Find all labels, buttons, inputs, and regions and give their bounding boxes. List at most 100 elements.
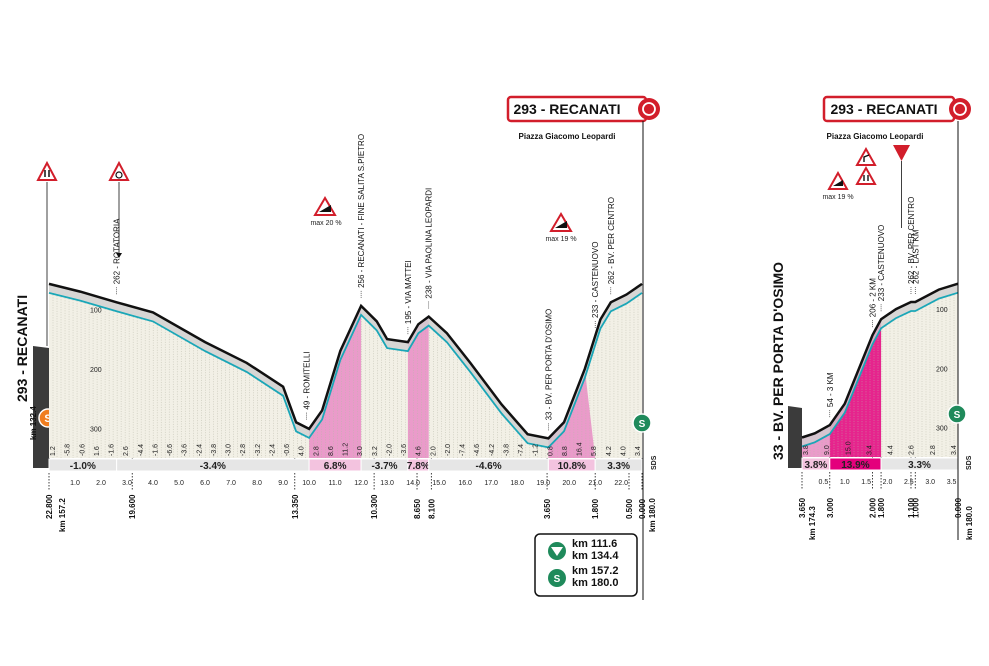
waypoint-label: 238 - VIA PAOLINA LEOPARDI [425,188,434,299]
gradient-segment-label: 7.8% [407,461,430,472]
gradient-tick-label: -3.6 [182,444,189,456]
finish-title: 293 - RECANATI [830,101,937,117]
gradient-segment-label: -1.0% [70,461,96,472]
gradient-tick-label: 2.6 [909,445,916,455]
gradient-tick-label: 4.2 [606,446,613,456]
distance-tick-label: 18.0 [510,480,524,487]
distance-tick-label: 19.0 [536,480,550,487]
gradient-tick-label: 8.6 [328,446,335,456]
waypoint-label: 262 - ROTATORIA [113,218,122,284]
distance-tick-label: 0.5 [819,479,829,486]
distance-tick-label: 15.0 [432,480,446,487]
narrow-road-warning-icon [855,165,877,185]
distance-tick-label: 20.0 [562,480,576,487]
gradient-tick-label: 2.8 [930,445,937,455]
gradient-tick-label: 0.8 [547,446,554,456]
waypoint-label: 233 - CASTENUOVO [591,242,600,318]
waypoint-label: 54 - 3 KM [826,372,835,407]
gradient-tick-label: -1.6 [152,444,159,456]
gradient-tick-label: 11.2 [343,443,350,456]
remaining-distance-label: 13.350 [291,494,300,519]
gradient-tick-label: -7.4 [518,444,525,456]
gradient-tick-label: 16.4 [577,442,584,456]
steep-climb-warning-icon: max 19 % [822,170,854,201]
gradient-tick-label: 4.0 [620,446,627,456]
max-gradient-label: max 20 % [310,220,341,227]
waypoint-label: 262 - LAST KM [911,229,920,284]
sprint-legend-box: km 111.6 km 134.4 S km 157.2 km 180.0 [534,533,638,597]
distance-tick-label: 10.0 [302,480,316,487]
finish-subtitle: Piazza Giacomo Leopardi [827,132,924,141]
distance-tick-label: 6.0 [200,480,210,487]
remaining-distance-label: 8.650 [413,498,422,519]
gradient-tick-label: -4.6 [474,444,481,456]
distance-tick-label: 2.0 [96,480,106,487]
gradient-tick-label: -0.6 [79,444,86,456]
gradient-segment-label: 3.3% [908,460,931,471]
gradient-segment-label: 3.8% [804,460,827,471]
distance-tick-label: 1.0 [840,479,850,486]
elevation-scale-label: 100 [90,307,102,314]
svg-text:S: S [954,410,961,421]
legend-line: km 157.2 [572,565,618,577]
gradient-tick-label: -6.6 [167,444,174,456]
gradient-tick-label: 2.0 [430,446,437,456]
remaining-distance-label: 1.800 [877,497,886,518]
gradient-segment-label: -3.7% [371,461,397,472]
gradient-tick-label: -1.2 [533,444,540,456]
elevation-scale-label: 200 [936,366,948,373]
distance-tick-label: 7.0 [226,480,236,487]
gradient-segment [594,458,643,472]
gradient-tick-label: 15.0 [845,441,852,455]
distance-tick-label: 1.5 [861,479,871,486]
sprint-marker-icon [947,404,967,424]
road-line [48,292,643,449]
start-s-glyph-icon: S [44,413,51,425]
svg-text:S: S [639,419,646,430]
steep-segment-fill [407,316,429,458]
last-km-flag-icon [893,145,910,161]
max-gradient-label: max 19 % [822,194,853,201]
road-line [801,291,959,448]
finish-title-box: 293 - RECANATI Piazza Giacomo Leopardi [506,95,660,600]
gradient-tick-label: 1.2 [50,446,57,456]
gradient-tick-label: 9.0 [824,445,831,455]
gradient-tick-label: -4.4 [138,444,145,456]
sprint-marker-icon [632,413,652,433]
start-km-label: km 132.4 [29,406,38,440]
distance-tick-label: 22.0 [614,480,628,487]
remaining-distance-label: 1.000 [911,497,920,518]
distance-tick-label: 5.0 [174,480,184,487]
remaining-distance-label: 1.800 [591,498,600,519]
distance-tick-label: 8.0 [252,480,262,487]
gradient-tick-label: -2.4 [196,444,203,456]
finish-title: 293 - RECANATI [513,101,620,117]
km-start-label: km 157.2 [58,498,67,532]
gradient-tick-label: -2.4 [269,444,276,456]
sds-label: SDS [651,455,658,470]
start-point-label: 33 - BV. PER PORTA D'OSIMO [770,262,786,460]
elevation-scale-label: 100 [936,307,948,314]
gradient-tick-label: -3.6 [401,444,408,456]
distance-tick-label: 1.0 [70,480,80,487]
profile-line [801,282,959,439]
remaining-distance-label: 19.600 [128,494,137,519]
waypoint-label: 49 - ROMITELLI [303,351,312,409]
remaining-distance-label: 3.650 [543,498,552,519]
gradient-tick-label: 3.4 [951,445,958,455]
svg-text:S: S [554,574,561,585]
start-wall-side [33,346,49,468]
green-sprint-icon [548,569,566,587]
waypoint-label: 233 - CASTENUOVO [877,225,886,301]
gradient-tick-label: -4.2 [489,444,496,456]
waypoint-label: 262 - BV. PER CENTRO [907,197,916,284]
gradient-segment-label: -3.4% [200,461,226,472]
waypoint-label: 195 - VIA MATTEI [404,260,413,324]
finish-flag-icon [638,98,660,120]
profile-line [48,282,643,440]
gradient-tick-label: 4.6 [416,446,423,456]
